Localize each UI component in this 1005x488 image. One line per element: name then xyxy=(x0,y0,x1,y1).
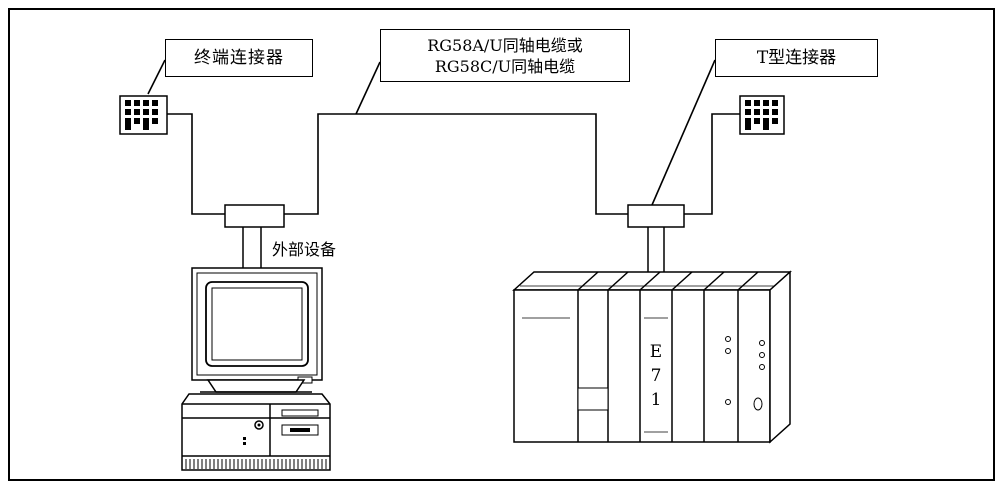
plc-rack xyxy=(512,270,792,444)
plc-leds xyxy=(725,336,765,411)
terminator-connector-label: 终端连接器 xyxy=(165,39,313,77)
t-connector-text: T型连接器 xyxy=(756,48,837,68)
coax-cable-text-line2: RG58C/U同轴电缆 xyxy=(434,57,576,76)
plc-module-char: 1 xyxy=(650,390,662,410)
t-connector-left xyxy=(224,204,285,268)
coax-cable xyxy=(147,59,740,215)
coax-cable-label: RG58A/U同轴电缆或 RG58C/U同轴电缆 xyxy=(380,29,630,82)
plc-module-label: E 7 1 xyxy=(643,340,669,412)
t-connector-right xyxy=(627,204,685,276)
coax-cable-text-line1: RG58A/U同轴电缆或 xyxy=(427,36,583,55)
t-connector-label: T型连接器 xyxy=(715,39,878,77)
terminator-connector-left xyxy=(119,95,168,135)
computer-vent-grille xyxy=(185,459,327,469)
terminator-connector-text: 终端连接器 xyxy=(194,48,284,68)
plc-module-char: 7 xyxy=(650,366,662,386)
computer-case xyxy=(181,393,331,471)
diagram-frame xyxy=(8,8,995,481)
terminator-connector-right xyxy=(739,95,785,135)
computer-monitor xyxy=(191,267,323,393)
external-device-label: 外部设备 xyxy=(272,240,337,259)
plc-module-char: E xyxy=(649,342,663,362)
